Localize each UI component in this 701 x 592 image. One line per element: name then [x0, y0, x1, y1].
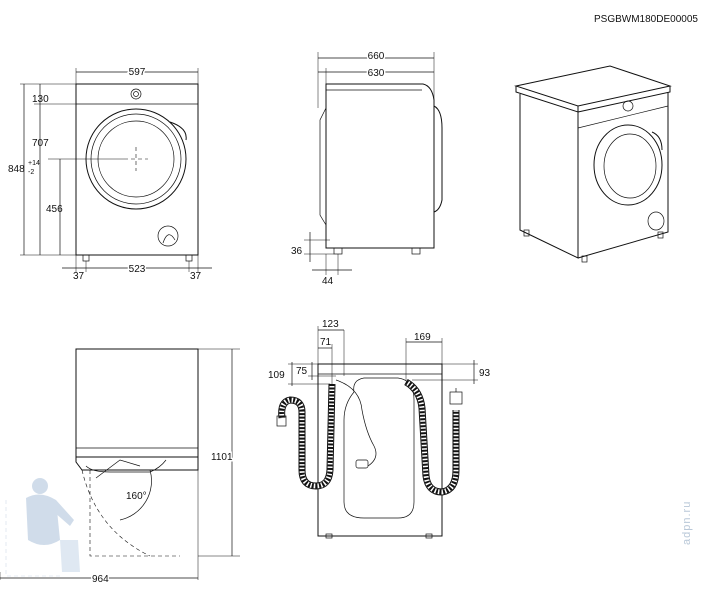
height-tolerance-minus: -2: [28, 169, 34, 176]
door-handle: [169, 121, 187, 141]
rear-panel: [319, 107, 327, 226]
door-open-view: 160° 964 1101: [0, 348, 240, 587]
height-tolerance-plus: +14: [28, 160, 40, 167]
drawing-code: PSGBWM180DE00005: [594, 14, 698, 25]
front-right-foot: [185, 254, 193, 262]
front-body: [75, 83, 199, 256]
door-view-body: [75, 348, 199, 458]
back-view: 123 71 169 109 75 93: [268, 319, 491, 539]
left-foot-offset-label: 37: [73, 271, 85, 282]
inlet-connector-icon: [449, 391, 463, 405]
height-left-inner-label: 75: [296, 366, 308, 377]
back-body: [317, 363, 443, 537]
side-view: 660 630 36 44: [291, 50, 443, 287]
height-right-label: 93: [479, 368, 491, 379]
drain-offset-1-label: 123: [322, 319, 339, 330]
watermark-text: adpn.ru: [681, 501, 693, 545]
filter-cover: [157, 225, 179, 247]
inlet-hose: [404, 378, 460, 496]
open-door-edge: [85, 459, 167, 473]
door-profile: [433, 105, 443, 213]
back-service-panel: [343, 377, 415, 519]
isometric-view: [514, 65, 672, 263]
body-depth-label: 630: [368, 68, 385, 79]
height-left-outer-label: 109: [268, 370, 285, 381]
front-left-foot: [82, 254, 90, 262]
side-front-foot: [411, 247, 421, 255]
iso-filter-cover: [647, 211, 665, 231]
open-depth-label: 964: [92, 574, 109, 585]
door-angle-arc: [119, 469, 152, 521]
front-height-label: 848: [8, 164, 25, 175]
top-panel-height-label: 130: [32, 94, 49, 105]
inlet-offset-label: 169: [414, 332, 431, 343]
feet-spacing-label: 523: [129, 264, 146, 275]
door-angle-label: 160°: [126, 491, 147, 502]
power-plug-icon: [355, 459, 369, 469]
foot-offset-label: 44: [322, 276, 334, 287]
program-knob-icon: [130, 88, 142, 100]
base-height-label: 36: [291, 246, 303, 257]
max-height-label: 1101: [211, 452, 233, 463]
iso-top: [514, 65, 672, 107]
door-center-height-label: 456: [46, 204, 63, 215]
door-top-height-label: 707: [32, 138, 49, 149]
front-width-label: 597: [129, 67, 146, 78]
iso-side: [519, 94, 579, 259]
right-foot-offset-label: 37: [190, 271, 202, 282]
total-depth-label: 660: [368, 51, 385, 62]
front-view: 597 848 +14 -2 130 707 456 523 37 37: [8, 66, 212, 282]
iso-door-outer: [593, 124, 663, 206]
watermark-mascot: [5, 478, 80, 577]
iso-door-glass: [603, 133, 657, 199]
side-rear-foot: [333, 247, 343, 255]
power-cable: [335, 379, 377, 467]
drain-offset-2-label: 71: [320, 337, 332, 348]
iso-front: [577, 92, 669, 259]
iso-knob-icon: [622, 100, 634, 112]
side-body: [325, 83, 435, 249]
